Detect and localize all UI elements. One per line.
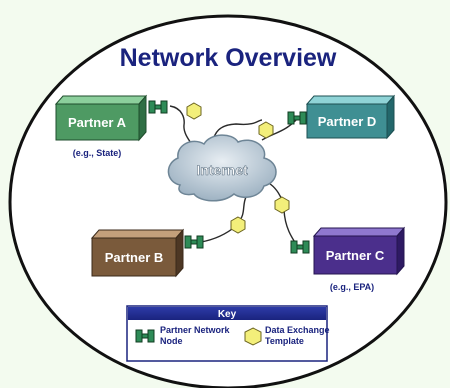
- key-template-icon: [244, 327, 262, 346]
- key-node-label-line1: Partner Network: [160, 325, 231, 335]
- partner-node-icon: [148, 100, 168, 114]
- template-hexagon-icon: [186, 102, 202, 120]
- key-title: Key: [218, 309, 237, 320]
- partner-d-label: Partner D: [318, 114, 377, 129]
- partner-c-note: (e.g., EPA): [330, 282, 374, 292]
- partner-a-box: Partner A: [54, 94, 148, 142]
- template-hexagon-icon: [230, 216, 246, 234]
- internet-label: Internet: [196, 162, 248, 178]
- key-legend: Key Partner Network Node Data Exchange T…: [126, 305, 330, 362]
- partner-b-label: Partner B: [105, 250, 164, 265]
- partner-node-icon: [290, 240, 310, 254]
- partner-d-box: Partner D: [305, 94, 396, 140]
- partner-node-icon: [184, 235, 204, 249]
- partner-c-label: Partner C: [326, 248, 385, 263]
- partner-a-label: Partner A: [68, 115, 127, 130]
- template-hexagon-icon: [274, 196, 290, 214]
- template-hexagon-icon: [258, 121, 274, 139]
- partner-a-note: (e.g., State): [73, 148, 122, 158]
- internet-cloud: Internet: [167, 134, 277, 202]
- key-template-label-line1: Data Exchange: [265, 325, 330, 335]
- page-title: Network Overview: [120, 44, 337, 72]
- partner-node-icon: [287, 111, 307, 125]
- partner-b-box: Partner B: [90, 228, 185, 278]
- key-template-label-line2: Template: [265, 336, 304, 346]
- partner-c-box: Partner C: [312, 226, 406, 276]
- key-node-icon: [135, 329, 155, 343]
- key-node-label-line2: Node: [160, 336, 183, 346]
